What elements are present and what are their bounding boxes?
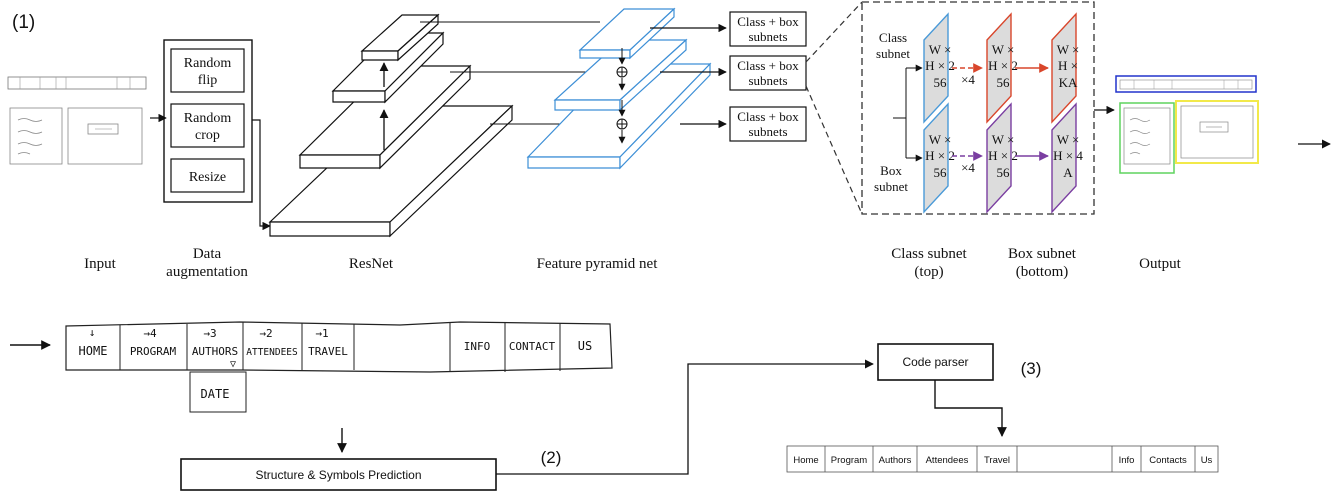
section-1-label: (1) bbox=[12, 12, 35, 33]
subnet-box-1: Class + box subnets bbox=[729, 11, 807, 47]
class-subnet-caption: Class subnet bbox=[891, 246, 967, 262]
svg-text:Class + box: Class + box bbox=[737, 58, 799, 73]
svg-text:Class + box: Class + box bbox=[737, 14, 799, 29]
svg-text:crop: crop bbox=[195, 128, 220, 143]
svg-text:W ×: W × bbox=[992, 42, 1015, 57]
svg-text:56: 56 bbox=[997, 165, 1011, 180]
svg-text:subnets: subnets bbox=[749, 29, 788, 44]
svg-text:↓: ↓ bbox=[89, 326, 96, 339]
svg-text:subnet: subnet bbox=[876, 46, 910, 61]
svg-text:H × 2: H × 2 bbox=[925, 58, 955, 73]
nav-contacts: Contacts bbox=[1149, 455, 1187, 466]
nav-info: Info bbox=[1119, 455, 1135, 466]
nav-attendees: Attendees bbox=[926, 455, 969, 466]
svg-text:→2: →2 bbox=[259, 327, 272, 340]
section-3-label: (3) bbox=[1021, 359, 1042, 378]
svg-text:56: 56 bbox=[934, 165, 948, 180]
svg-text:W ×: W × bbox=[1057, 42, 1080, 57]
svg-text:(bottom): (bottom) bbox=[1016, 264, 1069, 280]
subnet-box-3: Class + box subnets bbox=[729, 106, 807, 142]
svg-text:56: 56 bbox=[934, 75, 948, 90]
fpn-label: Feature pyramid net bbox=[537, 256, 659, 272]
section-2-label: (2) bbox=[541, 448, 562, 467]
input-label: Input bbox=[84, 256, 116, 272]
svg-text:H × 4: H × 4 bbox=[1053, 148, 1083, 163]
times4-top-label: ×4 bbox=[961, 72, 975, 87]
svg-text:A: A bbox=[1063, 165, 1073, 180]
class-layer-3: W × H × KA bbox=[1051, 12, 1080, 124]
svg-text:Code parser: Code parser bbox=[902, 355, 968, 369]
sketch-nav-home: HOME bbox=[79, 344, 108, 358]
svg-text:▽: ▽ bbox=[230, 359, 236, 370]
subnet-box-2: Class + box subnets bbox=[729, 55, 807, 91]
svg-text:flip: flip bbox=[198, 73, 217, 88]
svg-text:→4: →4 bbox=[143, 327, 157, 340]
sketch-nav-program: PROGRAM bbox=[130, 345, 177, 358]
svg-text:W ×: W × bbox=[1057, 132, 1080, 147]
svg-text:H × 2: H × 2 bbox=[925, 148, 955, 163]
class-subnet-title: Class bbox=[879, 30, 907, 45]
augmentation-step-flip: Random flip bbox=[170, 48, 245, 93]
nav-travel: Travel bbox=[984, 455, 1010, 466]
resnet-stack bbox=[268, 13, 514, 238]
input-sketch bbox=[7, 76, 147, 165]
svg-text:subnets: subnets bbox=[749, 124, 788, 139]
svg-text:→1: →1 bbox=[315, 327, 328, 340]
sketch-nav-info: INFO bbox=[464, 340, 491, 353]
augmentation-step-resize: Resize bbox=[170, 158, 245, 193]
fpn-merge-nodes bbox=[616, 66, 628, 130]
nav-home: Home bbox=[793, 455, 818, 466]
box-subnet-caption: Box subnet bbox=[1008, 246, 1077, 262]
data-augmentation-label: Data bbox=[193, 246, 222, 262]
subnet-detail-box bbox=[861, 1, 1095, 215]
nav-us: Us bbox=[1201, 455, 1213, 466]
svg-text:Structure & Symbols Prediction: Structure & Symbols Prediction bbox=[255, 468, 421, 482]
class-layer-1: W × H × 2 56 bbox=[923, 12, 955, 124]
code-parser-box: Code parser bbox=[877, 343, 994, 381]
svg-text:subnet: subnet bbox=[874, 179, 908, 194]
svg-text:→3: →3 bbox=[203, 327, 216, 340]
output-label: Output bbox=[1139, 256, 1182, 272]
sketch-nav-travel: TRAVEL bbox=[308, 345, 348, 358]
rendered-navbar: Home Program Authors Attendees Travel In… bbox=[786, 445, 1219, 473]
svg-text:W ×: W × bbox=[929, 42, 952, 57]
output-detections bbox=[1115, 75, 1259, 174]
box-layer-1: W × H × 2 56 bbox=[923, 102, 955, 214]
box-subnet-title: Box bbox=[880, 163, 902, 178]
svg-text:H × 2: H × 2 bbox=[988, 148, 1018, 163]
sketch-nav-dropdown-item: DATE bbox=[201, 387, 230, 401]
augmentation-step-crop: Random crop bbox=[170, 103, 245, 148]
nav-program: Program bbox=[831, 455, 868, 466]
sketch-nav-authors: AUTHORS bbox=[192, 345, 238, 358]
structure-prediction-box: Structure & Symbols Prediction bbox=[180, 458, 497, 491]
svg-text:(top): (top) bbox=[914, 264, 943, 280]
svg-text:W ×: W × bbox=[992, 132, 1015, 147]
svg-text:W ×: W × bbox=[929, 132, 952, 147]
feature-pyramid-stack bbox=[526, 7, 712, 170]
box-layer-3: W × H × 4 A bbox=[1051, 102, 1083, 214]
svg-text:56: 56 bbox=[997, 75, 1011, 90]
class-layer-2: W × H × 2 56 bbox=[986, 12, 1018, 124]
svg-text:H × 2: H × 2 bbox=[988, 58, 1018, 73]
svg-text:Resize: Resize bbox=[189, 170, 226, 185]
sketch-navbar: HOME PROGRAM AUTHORS ATTENDEES TRAVEL IN… bbox=[65, 321, 613, 413]
svg-text:Class + box: Class + box bbox=[737, 109, 799, 124]
box-layer-2: W × H × 2 56 bbox=[986, 102, 1018, 214]
sketch-nav-contact: CONTACT bbox=[509, 340, 556, 353]
svg-text:H ×: H × bbox=[1058, 58, 1078, 73]
svg-text:augmentation: augmentation bbox=[166, 264, 248, 280]
data-augmentation-container bbox=[163, 39, 253, 203]
svg-text:subnets: subnets bbox=[749, 73, 788, 88]
svg-text:KA: KA bbox=[1059, 75, 1078, 90]
sketch-nav-attendees: ATTENDEES bbox=[246, 347, 298, 358]
sketch-nav-us: US bbox=[578, 339, 592, 353]
svg-text:Random: Random bbox=[184, 56, 232, 71]
resnet-label: ResNet bbox=[349, 256, 394, 272]
nav-authors: Authors bbox=[879, 455, 912, 466]
times4-bottom-label: ×4 bbox=[961, 160, 975, 175]
svg-text:Random: Random bbox=[184, 111, 232, 126]
